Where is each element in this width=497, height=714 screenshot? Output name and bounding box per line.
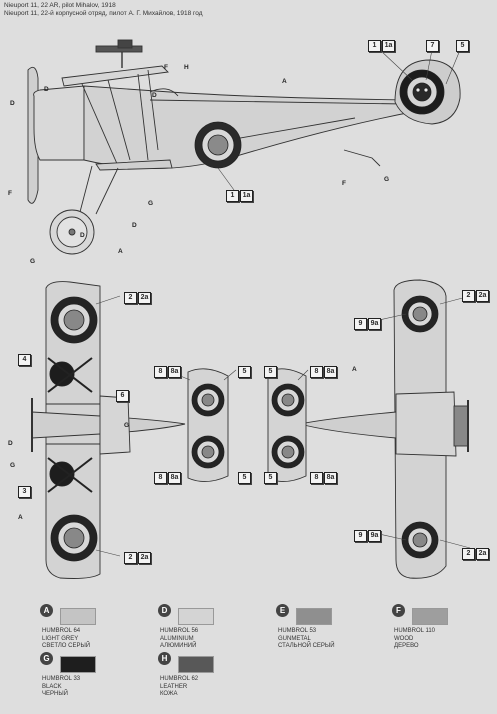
marker-d: D [152, 92, 157, 99]
legend-letter: F [392, 604, 405, 617]
marker-d: D [132, 222, 137, 229]
marker-a: A [18, 514, 23, 521]
legend-letter: A [40, 604, 53, 617]
marker-g: G [10, 462, 16, 469]
color-swatch [412, 608, 448, 625]
side-view [27, 39, 461, 255]
decal-callout-7: 7 [426, 40, 439, 52]
legend-letter: E [276, 604, 289, 617]
color-swatch [178, 656, 214, 673]
title-russian: Nieuport 11, 22-й корпусной отряд, пилот… [4, 10, 203, 17]
top-view-roundels [50, 296, 225, 562]
marker-a: A [118, 248, 123, 255]
marker-g: G [384, 176, 390, 183]
marker-d: D [10, 100, 15, 107]
side-roundel [194, 121, 242, 169]
marker-d: D [8, 440, 13, 447]
marker-d: D [80, 232, 85, 239]
legend-letter: G [40, 652, 53, 665]
color-swatch [296, 608, 332, 625]
marker-g: G [30, 258, 36, 265]
color-swatch [60, 608, 96, 625]
title-english: Nieuport 11, 22 AR, pilot Mihalov, 1918 [4, 2, 116, 9]
marker-f: F [342, 180, 346, 187]
marker-f: F [8, 190, 12, 197]
decal-callout-6: 6 [116, 390, 129, 402]
marker-a: A [352, 366, 357, 373]
legend-letter: D [158, 604, 171, 617]
bottom-view-roundels [271, 295, 439, 559]
legend-letter: H [158, 652, 171, 665]
marker-g: G [124, 422, 130, 429]
decal-callout-5: 5 [238, 472, 251, 484]
color-swatch [60, 656, 96, 673]
skull-emblems [47, 357, 93, 493]
decal-callout-3: 3 [18, 486, 31, 498]
marker-g: G [148, 200, 154, 207]
decal-callout-5: 5 [456, 40, 469, 52]
rudder-skull-roundel [399, 69, 445, 115]
decal-callout-5: 5 [264, 366, 277, 378]
decal-callout-5: 5 [238, 366, 251, 378]
decal-callout-4: 4 [18, 354, 31, 366]
color-swatch [178, 608, 214, 625]
marker-h: H [184, 64, 189, 71]
marker-f: F [164, 64, 168, 71]
decal-callout-5: 5 [264, 472, 277, 484]
marker-d: D [44, 86, 49, 93]
marker-a: A [282, 78, 287, 85]
